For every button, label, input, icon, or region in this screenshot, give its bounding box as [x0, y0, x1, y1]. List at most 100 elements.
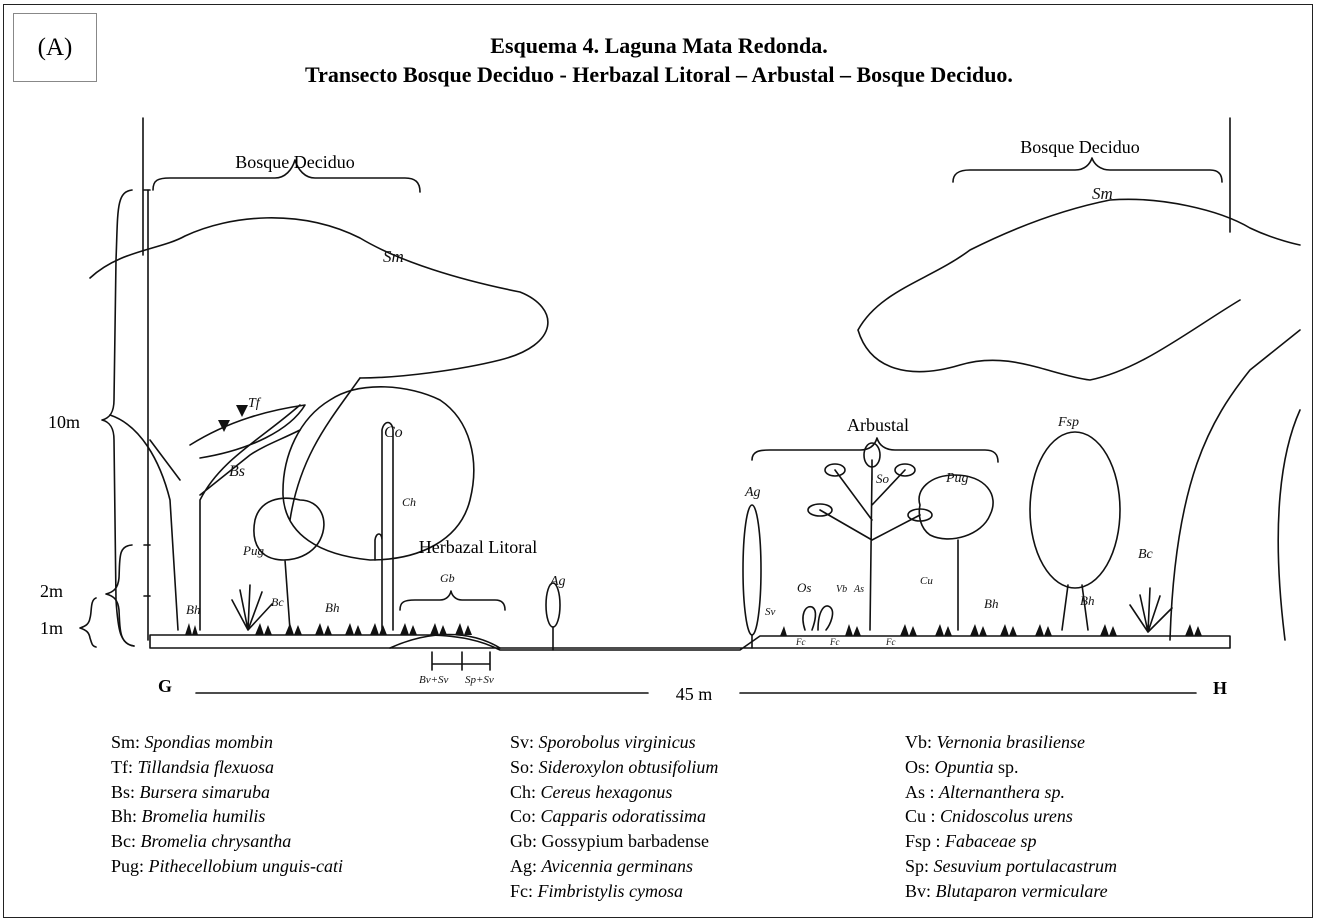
legend-item: Tf: Tillandsia flexuosa [111, 755, 343, 780]
plant-label-bh-4: Bh [1080, 593, 1094, 608]
legend-code: Fc: [510, 880, 534, 901]
legend-item: Fc: Fimbristylis cymosa [510, 879, 718, 904]
figure-title-line1: Esquema 4. Laguna Mata Redonda. [490, 33, 828, 58]
ch-cactus [374, 421, 394, 631]
brace-1m [79, 597, 97, 648]
legend-item: Bs: Bursera simaruba [111, 780, 343, 805]
legend-code: Cu : [905, 806, 936, 827]
scale-2m: 2m [40, 581, 63, 601]
zone-label-arbustal: Arbustal [847, 415, 909, 435]
legend-item: Os: Opuntia sp. [905, 755, 1117, 780]
legend-item: Ch: Cereus hexagonus [510, 780, 718, 805]
sm-trunk-left [289, 377, 361, 521]
plant-label-sv: Sv [765, 606, 776, 618]
legend-code: Bs: [111, 781, 136, 802]
co-canopy [282, 386, 475, 561]
legend-code: Sp: [905, 855, 930, 876]
sm-canopy-left [89, 217, 549, 379]
bc-rosette-left [231, 584, 273, 631]
ag-mangrove-2 [742, 504, 762, 636]
legend-item: Bc: Bromelia chrysantha [111, 829, 343, 854]
so-tree [819, 459, 921, 631]
legend-item: Cu : Cnidoscolus urens [905, 804, 1117, 829]
plant-label-pug-right: Pug [945, 471, 969, 486]
bracket-arbustal [751, 437, 999, 463]
figure-title-line2: Transecto Bosque Deciduo - Herbazal Lito… [305, 62, 1013, 87]
plant-label-as: As [853, 584, 864, 595]
ag-mangrove-1 [545, 582, 561, 628]
legend-code: As : [905, 781, 935, 802]
figure-frame [3, 4, 1313, 918]
legend-code: Sv: [510, 732, 535, 752]
plant-label-fc-1: Fc [795, 637, 806, 647]
legend-species-name: Bromelia chrysantha [140, 831, 292, 852]
legend-item: Fsp : Fabaceae sp [905, 829, 1117, 854]
legend-suffix: sp. [993, 756, 1019, 777]
legend-item: Bh: Bromelia humilis [111, 804, 343, 829]
bromelia-tufts [185, 405, 1202, 636]
plant-label-gb: Gb [440, 571, 455, 585]
legend-item: As : Alternanthera sp. [905, 780, 1117, 805]
plant-label-spsv: Sp+Sv [465, 674, 494, 686]
legend-code: Co: [510, 806, 537, 827]
panel-label: (A) [13, 13, 97, 82]
herbazal-subzones [431, 651, 491, 671]
legend-species-name: Fabaceae sp [945, 831, 1037, 852]
pug-tree-left [253, 497, 325, 631]
legend-item: Co: Capparis odoratissima [510, 804, 718, 829]
legend-species-name: Alternanthera sp. [939, 781, 1066, 802]
pug-tree-right [918, 474, 994, 631]
plant-label-co: Co [384, 424, 403, 441]
legend-code: Sm: [111, 732, 141, 752]
plant-label-vb: Vb [836, 584, 847, 595]
legend-species-name: Gossypium barbadense [541, 831, 709, 852]
herbazal-mound [389, 633, 501, 649]
bracket-bosque-right [952, 157, 1223, 183]
legend-item: Sm: Spondias mombin [111, 730, 343, 755]
legend-item: Ag: Avicennia germinans [510, 854, 718, 879]
legend-species-name: Fimbristylis cymosa [537, 880, 684, 901]
legend-code: So: [510, 756, 535, 777]
bracket-herbazal [399, 590, 506, 611]
bs-tree [109, 404, 301, 631]
legend-species-name: Cereus hexagonus [540, 781, 673, 802]
plant-label-ag-1: Ag [549, 574, 566, 589]
plant-label-bc-right: Bc [1138, 547, 1154, 562]
legend-item: Vb: Vernonia brasiliense [905, 730, 1117, 755]
sm-canopy-right [857, 198, 1301, 641]
legend-species-name: Blutaparon vermiculare [935, 880, 1108, 901]
plant-label-so: So [876, 471, 890, 486]
transect-length: 45 m [676, 684, 713, 704]
bracket-bosque-left [152, 159, 421, 193]
legend-item: Pug: Pithecellobium unguis-cati [111, 854, 343, 879]
legend-code: Ch: [510, 781, 537, 802]
legend-item: Bv: Blutaparon vermiculare [905, 879, 1117, 904]
zone-label-bosque-left: Bosque Deciduo [235, 152, 354, 172]
legend-species-name: Cnidoscolus urens [940, 806, 1073, 827]
legend-species-name: Pithecellobium unguis-cati [148, 855, 343, 876]
legend-species-name: Sesuvium portulacastrum [933, 855, 1118, 876]
transect-end: H [1213, 678, 1227, 698]
plant-label-pug-left: Pug [242, 543, 264, 558]
legend-species-name: Avicennia germinans [541, 855, 693, 876]
plant-label-bc-left: Bc [271, 595, 284, 609]
plant-label-fc-2: Fc [829, 637, 840, 647]
plant-label-bs: Bs [229, 463, 245, 480]
brace-10m [101, 189, 135, 647]
zone-label-herbazal: Herbazal Litoral [419, 537, 537, 557]
legend-code: Bh: [111, 806, 138, 827]
plant-label-ag-2: Ag [744, 485, 761, 500]
plant-label-fsp: Fsp [1057, 415, 1079, 430]
opuntia [802, 605, 834, 631]
legend-code: Vb: [905, 732, 932, 752]
legend-species-name: Capparis odoratissima [540, 806, 707, 827]
legend-code: Ag: [510, 855, 537, 876]
brace-2m [105, 544, 135, 647]
legend-item: Sv: Sporobolus virginicus [510, 730, 718, 755]
legend-code: Gb: [510, 831, 537, 852]
plant-label-bvsv: Bv+Sv [419, 674, 449, 686]
zone-label-bosque-right: Bosque Deciduo [1020, 137, 1139, 157]
